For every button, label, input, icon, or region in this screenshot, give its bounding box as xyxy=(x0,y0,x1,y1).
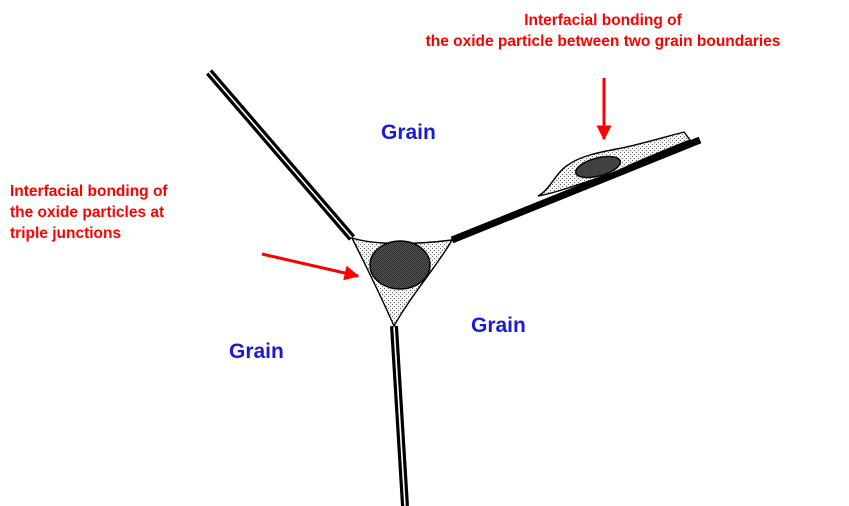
annotation-boundary-line-1: Interfacial bonding of xyxy=(358,10,848,31)
annotation-triple-line-2: the oxide particles at xyxy=(10,202,168,223)
grain-label-left: Grain xyxy=(229,340,284,364)
grain-label-top: Grain xyxy=(381,121,436,145)
annotation-triple-line-3: triple junctions xyxy=(10,223,168,244)
grain-boundary-upper-left xyxy=(209,72,352,238)
triple-junction-particle xyxy=(352,238,452,326)
grain-boundary-bottom xyxy=(394,326,405,506)
annotation-triple-junction: Interfacial bonding of the oxide particl… xyxy=(10,181,168,244)
annotation-boundary-line-2: the oxide particle between two grain bou… xyxy=(358,31,848,52)
grain-label-right: Grain xyxy=(471,314,526,338)
annotation-boundary-particle: Interfacial bonding of the oxide particl… xyxy=(358,10,848,52)
annotation-triple-line-1: Interfacial bonding of xyxy=(10,181,168,202)
grain-boundary-right xyxy=(452,140,700,240)
boundary-oxide-particle xyxy=(538,132,690,196)
arrow-to-triple-junction xyxy=(262,254,358,276)
